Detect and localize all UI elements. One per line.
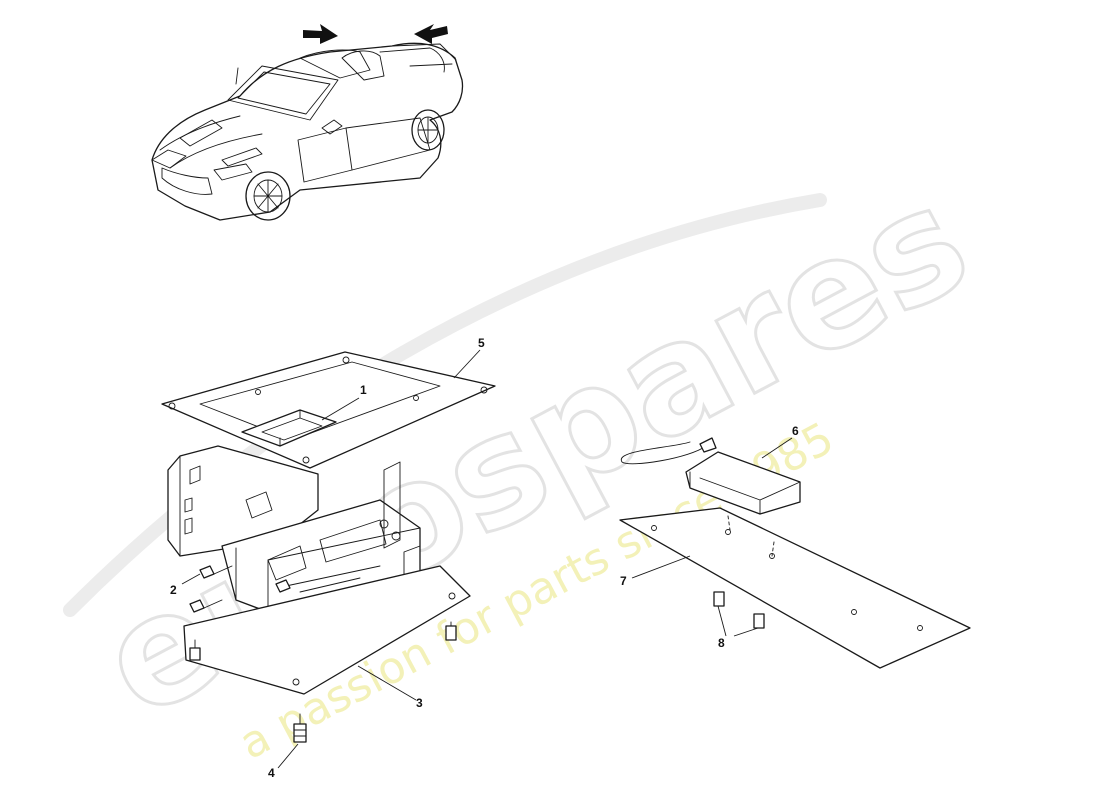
screw-part-2 [189, 565, 291, 613]
callout-2: 2 [170, 583, 177, 597]
callout-3: 3 [416, 696, 423, 710]
arrow-pointer-icon [303, 24, 448, 44]
callout-1: 1 [360, 383, 367, 397]
callout-5: 5 [478, 336, 485, 350]
antenna-module-part-6 [621, 437, 801, 515]
car-overview-illustration [151, 42, 464, 221]
callouts: 1 2 3 4 5 6 7 8 [170, 336, 799, 780]
mounting-plate-part-7 [619, 507, 971, 669]
callout-7: 7 [620, 574, 627, 588]
callout-6: 6 [792, 424, 799, 438]
control-module-part-1 [241, 409, 337, 447]
watermark-swoosh [63, 193, 827, 617]
screw-part-8 [713, 591, 765, 629]
callout-4: 4 [268, 766, 275, 780]
callout-8: 8 [718, 636, 725, 650]
base-plate-part-3 [183, 565, 471, 695]
leader-lines [181, 349, 793, 769]
bolt-part-4 [189, 621, 457, 743]
